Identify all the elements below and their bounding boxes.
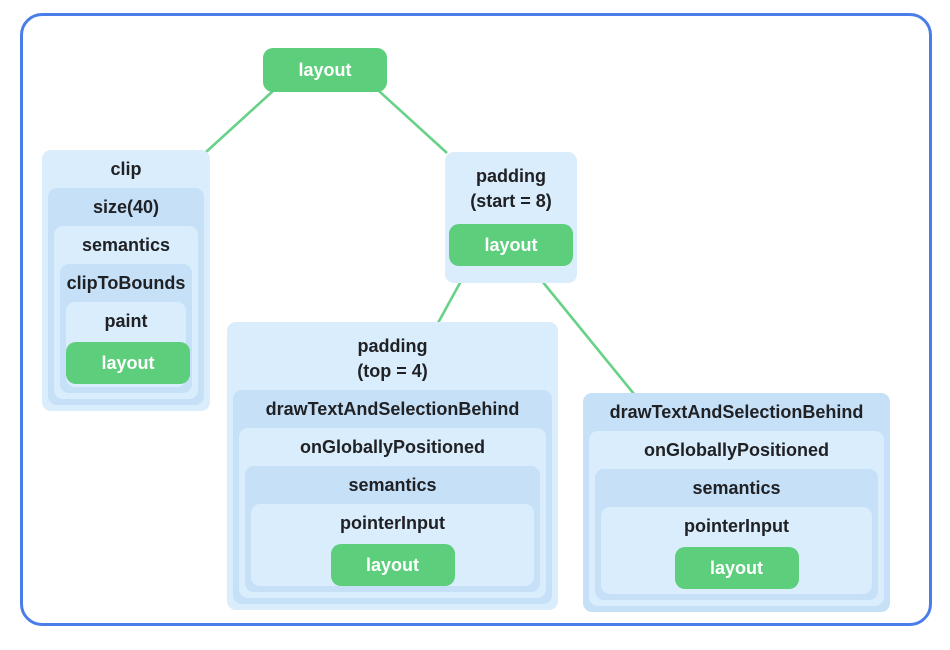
node-padding-top: padding (top = 4) drawTextAndSelectionBe… (227, 322, 558, 610)
node-clip: clip size(40) semantics clipToBounds pai… (42, 150, 210, 411)
node-clip-to-bounds-label: clipToBounds (66, 273, 186, 293)
node-clip-to-bounds: clipToBounds paint layout (60, 264, 192, 393)
connector-root-to-padding-start (378, 90, 448, 154)
node-root-layout: layout (263, 48, 387, 92)
node-paint-label: paint (104, 311, 148, 331)
node-pointer-input-right: pointerInput layout (601, 507, 872, 594)
node-clip-layout-leaf: layout (66, 342, 190, 384)
node-pointer-input-mid: pointerInput layout (251, 504, 534, 586)
node-semantics: semantics clipToBounds paint layout (54, 226, 198, 399)
node-padding-top-label: padding (top = 4) (227, 322, 558, 390)
node-draw-text-behind-right: drawTextAndSelectionBehind onGloballyPos… (583, 393, 890, 612)
diagram-border-frame (20, 13, 932, 626)
node-draw-text-layout-leaf: layout (674, 547, 799, 589)
connector-padding-start-to-drawtext (540, 280, 636, 395)
node-pointer-input-mid-label: pointerInput (340, 513, 445, 533)
node-padding-start-label-line1: padding (476, 166, 546, 186)
connector-root-to-clip (205, 90, 274, 153)
node-semantics-right-label: semantics (692, 478, 781, 498)
node-padding-start-label: padding (start = 8) (445, 152, 577, 220)
node-padding-top-label-line1: padding (357, 336, 428, 356)
node-on-globally-positioned-mid-label: onGloballyPositioned (299, 437, 485, 457)
node-on-globally-positioned-right-label: onGloballyPositioned (643, 440, 829, 460)
node-padding-top-label-line2: (top = 4) (357, 361, 428, 381)
node-on-globally-positioned-mid: onGloballyPositioned semantics pointerIn… (239, 428, 546, 598)
node-draw-text-behind-right-label: drawTextAndSelectionBehind (609, 402, 864, 422)
connector-padding-start-to-padding-top (436, 280, 463, 324)
node-padding-start-layout-leaf: layout (449, 224, 573, 266)
node-padding-start-label-line2: (start = 8) (470, 191, 552, 211)
node-semantics-label: semantics (81, 235, 171, 255)
node-draw-text-behind-mid-label: drawTextAndSelectionBehind (265, 399, 520, 419)
node-on-globally-positioned-right: onGloballyPositioned semantics pointerIn… (589, 431, 884, 606)
node-size: size(40) semantics clipToBounds paint la… (48, 188, 204, 405)
node-padding-start: padding (start = 8) layout (445, 152, 577, 283)
node-paint: paint layout (66, 302, 190, 387)
node-pointer-input-right-label: pointerInput (684, 516, 789, 536)
node-size-label: size(40) (92, 197, 160, 217)
node-semantics-mid-label: semantics (348, 475, 437, 495)
node-semantics-right: semantics pointerInput layout (595, 469, 878, 600)
node-padding-top-layout-leaf: layout (330, 544, 455, 586)
node-semantics-mid: semantics pointerInput layout (245, 466, 540, 592)
node-draw-text-behind-mid: drawTextAndSelectionBehind onGloballyPos… (233, 390, 552, 604)
node-clip-label: clip (110, 159, 142, 179)
